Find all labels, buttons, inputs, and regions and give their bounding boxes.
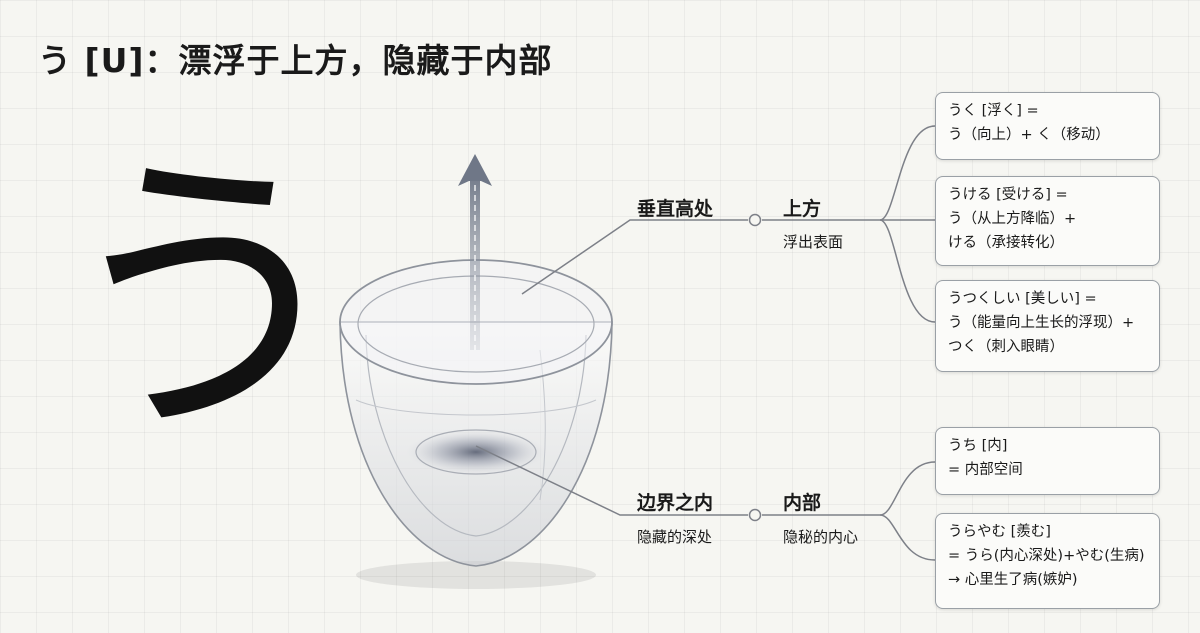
card-line: うつくしい [美しい] = [948, 291, 1097, 307]
upper-meaning-sub: 浮出表面 [783, 233, 844, 251]
lower-meaning-sub: 隐秘的内心 [783, 528, 859, 546]
card-line: = 内部空间 [948, 462, 1023, 478]
example-card-uchi: うち [内] = 内部空间 [935, 427, 1160, 495]
card-line: うらやむ [羨む] [948, 524, 1051, 540]
card-line: う（能量向上生长的浮现）+ [948, 315, 1135, 331]
connector-lines [475, 125, 936, 561]
card-line: うく [浮く] = [948, 103, 1039, 119]
card-line: う（向上）+ く（移动） [948, 127, 1110, 143]
lower-concept-label: 边界之内 [637, 492, 714, 514]
card-line: = うら(内心深处)+やむ(生病) [948, 548, 1145, 564]
example-card-utsukushii: うつくしい [美しい] = う（能量向上生长的浮现）+ つく（刺入眼睛） [935, 280, 1160, 372]
card-line: う（从上方降临）+ [948, 211, 1077, 227]
card-line: うち [内] [948, 438, 1008, 454]
upward-arrow-icon [458, 154, 492, 350]
example-card-uku: うく [浮く] = う（向上）+ く（移动） [935, 92, 1160, 160]
lower-meaning-label: 内部 [783, 492, 822, 514]
upper-junction-dot [748, 213, 762, 227]
card-line: → 心里生了病(嫉妒) [948, 572, 1078, 588]
card-line: ける（承接转化） [948, 235, 1064, 251]
lower-concept-sub: 隐藏的深处 [637, 528, 713, 546]
hiragana-u-glyph: う [56, 125, 356, 474]
card-line: うける [受ける] = [948, 187, 1068, 203]
example-card-urayamu: うらやむ [羨む] = うら(内心深处)+やむ(生病) → 心里生了病(嫉妒) [935, 513, 1160, 609]
example-card-ukeru: うける [受ける] = う（从上方降临）+ ける（承接转化） [935, 176, 1160, 266]
upper-meaning-label: 上方 [783, 198, 822, 220]
card-line: つく（刺入眼睛） [948, 339, 1064, 355]
upper-concept-label: 垂直高处 [637, 198, 714, 220]
lower-junction-dot [748, 508, 762, 522]
page-title: う [U]：漂浮于上方，隐藏于内部 [38, 41, 553, 80]
